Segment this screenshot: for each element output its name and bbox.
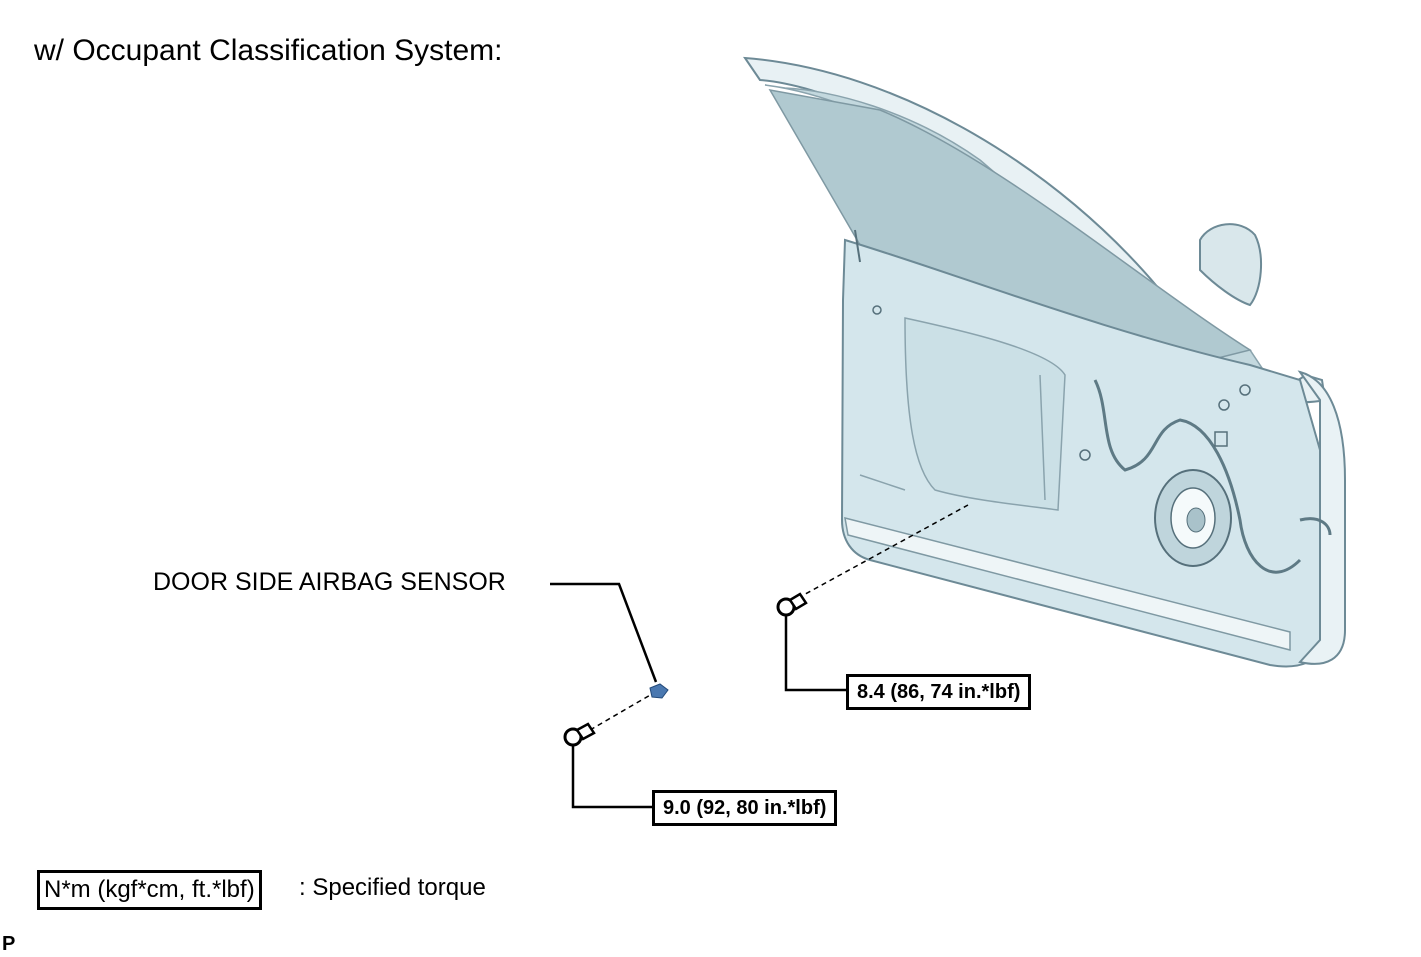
airbag-sensor bbox=[649, 683, 669, 699]
upper-torque-leader bbox=[784, 615, 846, 692]
sensor-callout-label: DOOR SIDE AIRBAG SENSOR bbox=[153, 568, 506, 596]
torque-legend-text: : Specified torque bbox=[299, 874, 486, 901]
lower-bolt bbox=[563, 722, 596, 747]
side-mirror bbox=[1199, 223, 1262, 307]
lower-torque-spec: 9.0 (92, 80 in.*lbf) bbox=[652, 790, 838, 826]
sensor-leader-line bbox=[550, 582, 658, 683]
upper-torque-spec: 8.4 (86, 74 in.*lbf) bbox=[846, 674, 1032, 710]
door-assembly bbox=[742, 56, 1346, 668]
lower-bolt-dashed-line bbox=[589, 693, 653, 731]
torque-legend-box: N*m (kgf*cm, ft.*lbf) bbox=[37, 870, 262, 910]
diagram-heading: w/ Occupant Classification System: bbox=[34, 34, 503, 67]
lower-torque-leader bbox=[571, 745, 652, 809]
upper-bolt bbox=[776, 592, 808, 617]
footer-mark: P bbox=[2, 933, 16, 955]
